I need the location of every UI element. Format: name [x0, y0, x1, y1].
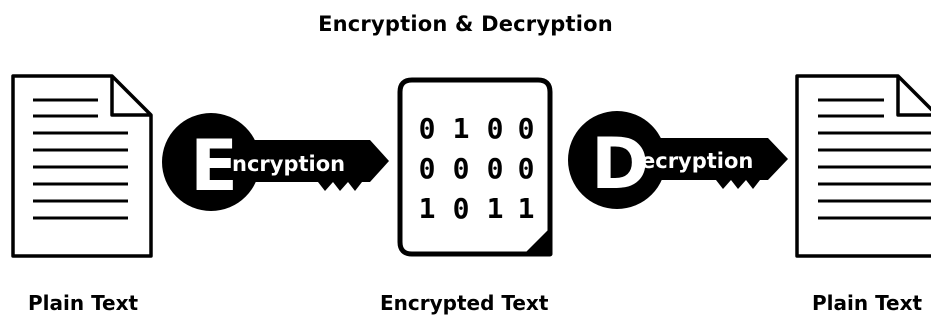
encryption-key-word: ncryption [232, 152, 345, 176]
bit: 0 [518, 112, 535, 145]
plain-text-document-icon-right [795, 74, 931, 258]
bit: 0 [419, 152, 436, 185]
decryption-key-letter: D [591, 123, 649, 205]
bit: 1 [518, 192, 535, 225]
diagram-title: Encryption & Decryption [318, 12, 613, 36]
bit: 0 [453, 152, 470, 185]
encryption-key-icon: E ncryption [162, 113, 389, 211]
bit: 1 [453, 112, 470, 145]
bit: 0 [419, 112, 436, 145]
binary-document-icon: 0 1 0 0 0 0 0 0 1 0 1 1 [397, 77, 553, 257]
plain-text-document-icon-left [11, 74, 153, 258]
bit: 0 [487, 112, 504, 145]
bit: 1 [419, 192, 436, 225]
encrypted-text-caption: Encrypted Text [380, 291, 549, 315]
encryption-key-letter: E [190, 125, 238, 207]
decryption-key-icon: D ecryption [568, 111, 788, 209]
bit: 0 [518, 152, 535, 185]
bit: 0 [487, 152, 504, 185]
plain-text-caption-left: Plain Text [28, 291, 139, 315]
decryption-key-word: ecryption [641, 149, 753, 173]
bit: 0 [453, 192, 470, 225]
plain-text-caption-right: Plain Text [812, 291, 923, 315]
bit: 1 [487, 192, 504, 225]
